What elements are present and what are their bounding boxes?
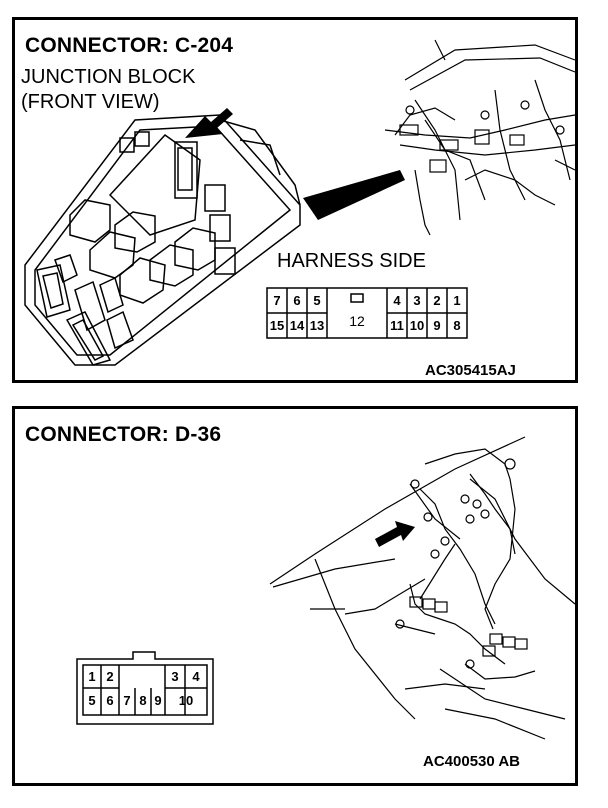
pin-label: 10 [409, 318, 425, 333]
pin-label: 9 [433, 318, 441, 333]
pin-label: 6 [293, 293, 301, 308]
pin-label: 5 [88, 693, 96, 708]
pin-label: 14 [289, 318, 305, 333]
pin-label: 3 [171, 669, 179, 684]
junction-block-illustration [24, 39, 576, 366]
pin-label: 1 [88, 669, 96, 684]
panel-title: CONNECTOR: C-204 [25, 34, 234, 57]
connector-d36-panel: CONNECTOR: D-36 [12, 406, 578, 786]
pin-label: 6 [106, 693, 114, 708]
harness-side-label: HARNESS SIDE [277, 250, 426, 272]
pin-label: 5 [313, 293, 321, 308]
pin-label: 8 [139, 693, 147, 708]
pin-label: 4 [192, 669, 200, 684]
pin-label-center: 12 [349, 313, 365, 329]
c204-connector-face [266, 287, 468, 339]
figure-code: AC400530 AB [423, 753, 520, 770]
connector-c204-panel: CONNECTOR: C-204 JUNCTION BLOCK (FRONT V… [12, 17, 578, 383]
pin-label: 7 [123, 693, 131, 708]
pin-label: 7 [273, 293, 281, 308]
pin-label: 15 [269, 318, 285, 333]
pin-label: 10 [178, 693, 194, 708]
pin-label: 1 [453, 293, 461, 308]
pin-label: 2 [106, 669, 114, 684]
subtitle-line-2: (FRONT VIEW) [21, 91, 160, 113]
view-wedge [303, 170, 405, 220]
pin-label: 4 [393, 293, 401, 308]
d36-connector-face [76, 651, 214, 725]
panel-title: CONNECTOR: D-36 [25, 423, 222, 446]
harness-illustration [384, 39, 576, 236]
vehicle-harness-illustration [76, 436, 576, 740]
pointer-arrow [185, 108, 233, 138]
pin-label: 9 [154, 693, 162, 708]
pin-label: 13 [309, 318, 325, 333]
pin-label: 8 [453, 318, 461, 333]
pin-label: 3 [413, 293, 421, 308]
pin-label: 2 [433, 293, 441, 308]
subtitle-line-1: JUNCTION BLOCK [21, 66, 196, 88]
pin-label: 11 [390, 318, 404, 333]
figure-code: AC305415AJ [425, 362, 516, 379]
pointer-arrow [375, 521, 415, 547]
